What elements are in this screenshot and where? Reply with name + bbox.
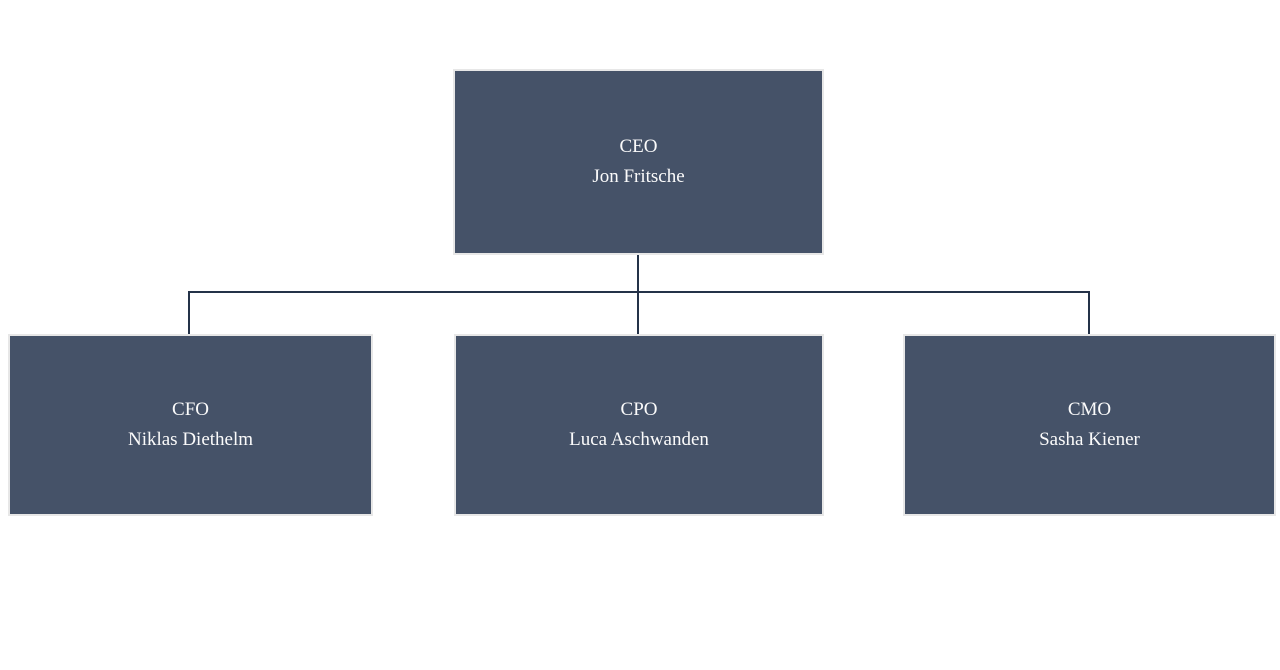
- org-node-ceo[interactable]: CEO Jon Fritsche: [453, 69, 824, 255]
- node-title: CEO: [619, 136, 658, 157]
- node-name: Luca Aschwanden: [569, 429, 709, 450]
- org-node-cfo[interactable]: CFO Niklas Diethelm: [8, 334, 373, 516]
- node-name: Niklas Diethelm: [127, 429, 254, 450]
- connector-drop-cmo: [1088, 291, 1090, 334]
- node-name: Jon Fritsche: [592, 166, 685, 187]
- connector-ceo-stem: [637, 255, 639, 334]
- node-title: CFO: [172, 399, 209, 420]
- connector-horizontal-rail: [188, 291, 1090, 293]
- org-node-cmo[interactable]: CMO Sasha Kiener: [903, 334, 1276, 516]
- connector-drop-cfo: [188, 291, 190, 334]
- org-node-cpo[interactable]: CPO Luca Aschwanden: [454, 334, 824, 516]
- node-name: Sasha Kiener: [1039, 429, 1140, 450]
- node-title: CMO: [1067, 399, 1112, 420]
- node-title: CPO: [620, 399, 658, 420]
